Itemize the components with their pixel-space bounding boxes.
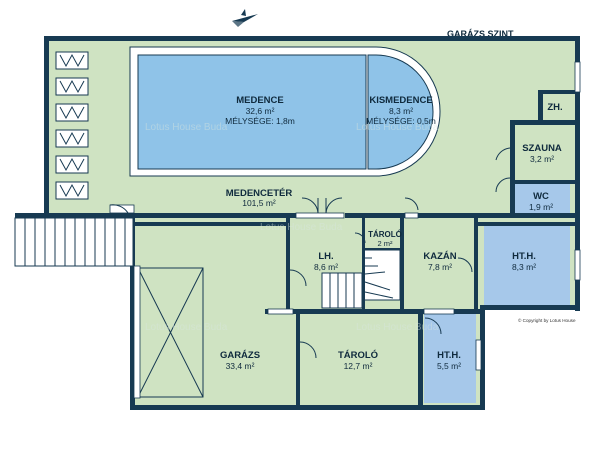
room-hth-upper-fill — [484, 225, 570, 308]
pool — [129, 46, 441, 177]
interior-stairs — [321, 249, 401, 309]
room-kismedence-name: KISMEDENCE — [369, 95, 432, 106]
room-medence-name: MEDENCE — [236, 95, 284, 106]
room-hth-lower-name: HT.H. — [437, 350, 461, 361]
room-zh-name: ZH. — [547, 102, 562, 113]
room-tarolo-small-area: 2 m² — [378, 239, 394, 248]
room-szauna-area: 3,2 m² — [530, 154, 554, 164]
room-hth-lower-fill — [424, 313, 476, 403]
room-tarolo-name: TÁROLÓ — [338, 349, 378, 361]
watermark: Lotus House Buda — [145, 122, 228, 133]
room-medenceter-area: 101,5 m² — [242, 198, 276, 208]
level-label: GARÁZS SZINT — [447, 29, 514, 39]
room-kismedence-depth: MÉLYSÉGE: 0,5m — [366, 116, 436, 126]
watermark: Lotus House Buda — [145, 322, 228, 333]
room-garazs-name: GARÁZS — [220, 350, 260, 361]
windows — [109, 61, 581, 371]
watermark: Lotus House Buda — [356, 322, 439, 333]
room-szauna-name: SZAUNA — [522, 143, 562, 154]
room-medence-area: 32,6 m² — [246, 106, 275, 116]
room-kazan-name: KAZÁN — [423, 251, 456, 262]
room-hth-upper-name: HT.H. — [512, 251, 536, 262]
room-medence-depth: MÉLYSÉGE: 1,8m — [225, 116, 295, 126]
car-outline — [137, 267, 204, 398]
walls — [15, 36, 580, 410]
copyright-text: © Copyright by Lotus House — [518, 317, 576, 323]
zh-fill — [538, 94, 570, 120]
watermark: Lotus House Buda — [356, 122, 439, 133]
lounger-row — [55, 51, 89, 200]
room-wc-fill — [514, 184, 570, 214]
room-hth-upper-area: 8,3 m² — [512, 262, 536, 272]
room-wc-name: WC — [533, 191, 549, 202]
room-hth-lower-area: 5,5 m² — [437, 361, 461, 371]
room-kazan-area: 7,8 m² — [428, 262, 452, 272]
door-swings — [109, 147, 511, 359]
room-garazs-area: 33,4 m² — [226, 361, 255, 371]
room-tarolo-small-name: TÁROLÓ — [368, 230, 402, 239]
north-arrow-icon — [232, 9, 258, 27]
exterior-stairs — [14, 217, 134, 267]
garage-door — [133, 265, 141, 399]
room-tarolo-area: 12,7 m² — [344, 361, 373, 371]
room-lh-area: 8,6 m² — [314, 262, 338, 272]
room-lh-name: LH. — [318, 251, 333, 262]
room-kismedence-area: 8,3 m² — [389, 106, 413, 116]
watermark: Lotus House Buda — [260, 222, 343, 233]
room-wc-area: 1,9 m² — [529, 202, 553, 212]
room-medenceter-name: MEDENCETÉR — [226, 188, 293, 199]
